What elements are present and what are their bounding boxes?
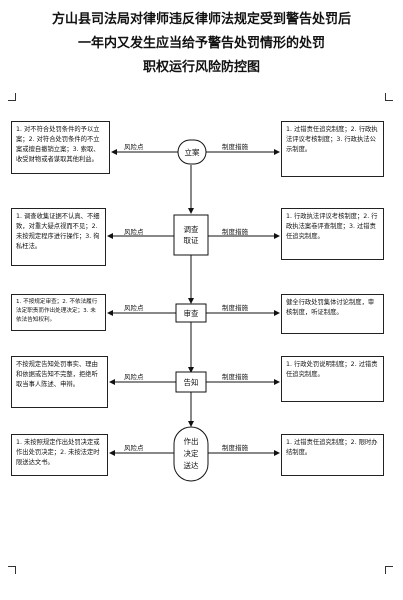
page-title-line-3: 职权运行风险防控图: [142, 60, 260, 75]
stage-1-node-shape: [177, 139, 207, 165]
stage-2-node-shape: [173, 214, 209, 256]
stage-3-risk-box: 1. 不按规定审查；2. 不依法履行法定职责而作出处理决定；3. 未依法告知权利…: [11, 294, 106, 331]
stage-2-measure-box: 1. 行政执法评议考核制度；2. 行政执法案卷评查制度；3. 过错责任追究制度。: [281, 208, 384, 260]
stage-5-left-label: 风险点: [124, 444, 144, 452]
stage-4-measure-box: 1. 行政处罚说明制度；2. 过错责任追究制度。: [281, 356, 384, 402]
stage-2-risk-box: 1. 调查收集证据不认真、不细致，对重大疑点视而不见；2. 未按规定程序进行操作…: [11, 208, 106, 266]
stage-5-measure-box: 1. 过错责任追究制度；2. 限时办结制度。: [281, 434, 384, 476]
stage-4-node-shape: [175, 371, 207, 393]
stage-1-risk-box: 1. 对不符合处罚条件的予以立案；2. 对符合处罚条件的不立案或擅自撤销立案；3…: [11, 121, 110, 174]
stage-1-measure-box: 1. 过错责任追究制度；2. 行政执法评议考核制度；3. 行政执法公示制度。: [281, 121, 384, 177]
stage-3-left-label: 风险点: [124, 304, 144, 312]
page-title-line-1: 方山县司法局对律师违反律师法规定受到警告处罚后: [51, 12, 351, 27]
stage-1-node: 立案: [184, 147, 200, 157]
stage-4-right-label: 制度措施: [222, 373, 248, 381]
stage-4-risk-box: 不按规定告知处罚事实、理由和依据或告知不完整，拒绝听取当事人陈述、申辩。: [11, 356, 108, 408]
stage-1-left-label: 风险点: [124, 143, 144, 151]
stage-2-right-label: 制度措施: [222, 228, 248, 236]
stage-2-left-label: 风险点: [124, 228, 144, 236]
stage-3-right-label: 制度措施: [222, 304, 248, 312]
stage-3-measure-box: 健全行政处罚集体讨论制度，审核制度，听证制度。: [281, 294, 384, 334]
corner-mark-top-right: [385, 93, 393, 101]
stage-2-node: 调查取证: [183, 225, 199, 245]
stage-1-right-label: 制度措施: [222, 143, 248, 151]
stage-4-left-label: 风险点: [124, 373, 144, 381]
stage-4-node: 告知: [183, 377, 199, 387]
stage-5-node: 作出决定送达: [183, 437, 199, 470]
stage-5-right-label: 制度措施: [222, 444, 248, 452]
stage-5-node-shape: [173, 426, 209, 482]
corner-mark-top-left: [8, 93, 16, 101]
corner-mark-bottom-left: [8, 566, 16, 574]
stage-3-node: 审查: [183, 308, 199, 318]
stage-5-risk-box: 1. 未按照规定作出处罚决定或作出处罚决定；2. 未按法定时限送达文书。: [11, 434, 108, 476]
stage-3-node-shape: [175, 303, 207, 323]
page-title-line-2: 一年内又发生应当给予警告处罚情形的处罚: [77, 36, 325, 51]
corner-mark-bottom-right: [385, 566, 393, 574]
